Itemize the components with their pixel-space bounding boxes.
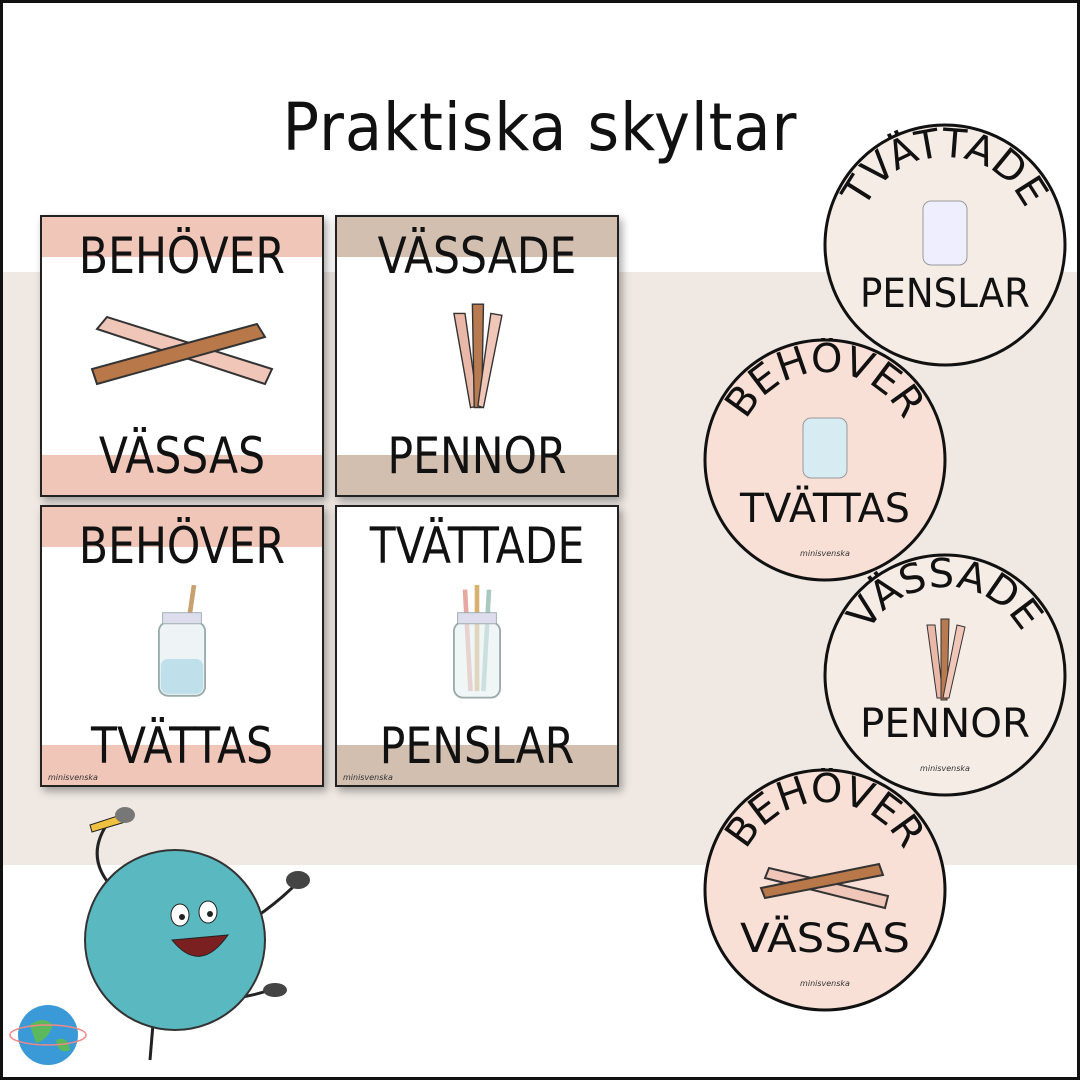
circle-bottom-word: PENNOR <box>860 701 1030 747</box>
card-bottom-word: PENSLAR <box>379 717 575 775</box>
jar-brush-icon <box>147 584 217 709</box>
globe-logo-icon <box>9 1005 87 1065</box>
stripe <box>337 217 617 257</box>
stripe <box>337 455 617 495</box>
circle-bottom-word: VÄSSAS <box>740 914 910 962</box>
card-top-word: VÄSSADE <box>377 227 577 285</box>
pencils-icon <box>926 618 966 701</box>
brand-label: minisvenska <box>48 773 98 782</box>
brand-label: minisvenska <box>800 549 850 558</box>
stripe <box>42 455 322 495</box>
round-sign-behover-vassas: BEHÖVER VÄSSAS minisvenska <box>703 768 947 1012</box>
jar-brush-icon <box>802 417 848 479</box>
sign-card-tvattade-penslar: TVÄTTADE PENSLAR minisvenska <box>335 505 619 787</box>
brand-label: minisvenska <box>800 979 850 988</box>
card-top-word: TVÄTTADE <box>369 517 585 575</box>
card-top-word: BEHÖVER <box>78 227 286 285</box>
round-sign-behover-tvattas: BEHÖVER TVÄTTAS minisvenska <box>703 338 947 582</box>
pencils-icon <box>442 295 512 419</box>
stripe <box>337 745 617 785</box>
stripe <box>42 217 322 257</box>
circle-bottom-word: PENSLAR <box>860 271 1030 317</box>
crossed-pencils-icon <box>87 309 277 403</box>
round-sign-tvattade-penslar: TVÄTTADE PENSLAR <box>823 123 1067 367</box>
stripe <box>42 745 322 785</box>
globe-character-illustration <box>84 807 310 1061</box>
card-top-word: BEHÖVER <box>78 517 286 575</box>
round-sign-vassade-pennor: VÄSSADE PENNOR minisvenska <box>823 553 1067 797</box>
card-bottom-word: TVÄTTAS <box>90 717 274 775</box>
crossed-pencils-icon <box>759 862 890 910</box>
jar-brushes-icon <box>442 585 512 709</box>
sign-card-behover-tvattas: BEHÖVER TVÄTTAS minisvenska <box>40 505 324 787</box>
stripe <box>42 507 322 547</box>
sign-card-vassade-pennor: VÄSSADE PENNOR <box>335 215 619 497</box>
circle-bottom-word: TVÄTTAS <box>739 484 910 532</box>
card-bottom-word: VÄSSAS <box>98 427 266 485</box>
page-title: Praktiska skyltar <box>282 89 798 166</box>
brand-label: minisvenska <box>920 764 970 773</box>
card-bottom-word: PENNOR <box>387 427 567 485</box>
jar-brushes-icon <box>922 200 968 266</box>
sign-card-behover-vassas: BEHÖVER VÄSSAS <box>40 215 324 497</box>
brand-label: minisvenska <box>343 773 393 782</box>
